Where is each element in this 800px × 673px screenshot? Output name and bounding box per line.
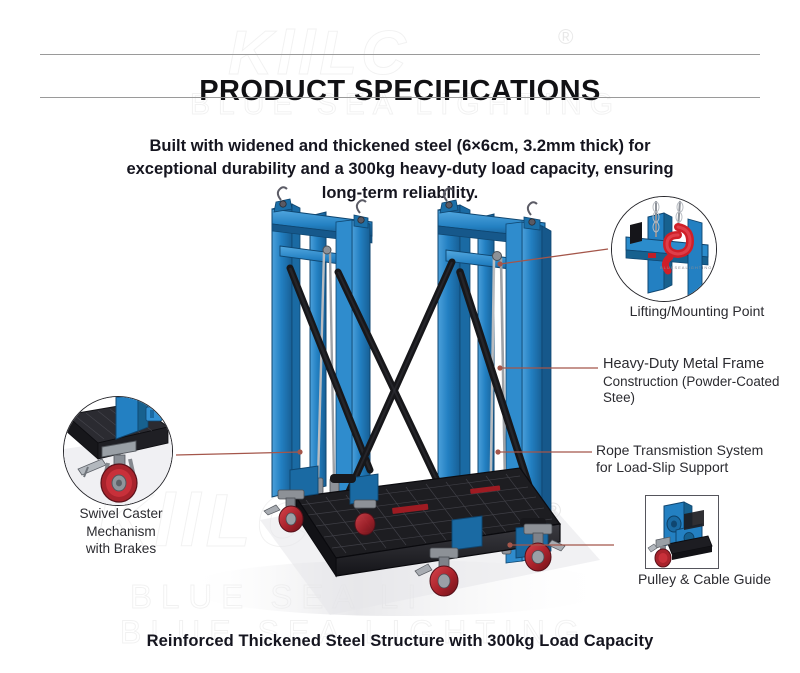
header-subtitle: Built with widened and thickened steel (…: [126, 136, 674, 203]
header-rule-top: [40, 54, 760, 55]
callout-label-frame-line1: Heavy-Duty Metal Frame: [603, 356, 765, 372]
callout-label-pulley: Pulley & Cable Guide: [637, 571, 772, 587]
callout-pulley-cable-guide: Pulley & Cable Guide: [617, 571, 792, 588]
cart-cross-braces: [334, 258, 456, 520]
header-rule-bottom: [40, 97, 760, 98]
callout-rope-transmission: Rope Transmistion System for Load-Slip S…: [596, 442, 796, 476]
cart-base-deck: [289, 465, 562, 578]
cart-rear-frame: [271, 186, 374, 507]
callout-swivel-caster: Swivel Caster Mechanism with Brakes: [60, 505, 182, 558]
watermark-registered-top: ®: [558, 26, 574, 49]
inset-pulley-cable-guide: [645, 495, 719, 569]
inset-lifting-mounting-point: BLUESEALIGHTING: [611, 196, 717, 302]
callout-label-lifting: Lifting/Mounting Point: [629, 303, 765, 319]
callout-heavy-duty-metal-frame: Heavy-Duty Metal Frame Construction (Pow…: [603, 356, 800, 406]
callout-label-frame-line2: Construction (Powder-Coated Stee): [603, 373, 780, 406]
svg-text:BLUESEALIGHTING: BLUESEALIGHTING: [660, 265, 712, 270]
inset-swivel-caster: [63, 396, 173, 506]
pulley-detail-icon: [646, 496, 718, 568]
callout-label-rope-line1: Rope Transmistion System: [596, 442, 764, 458]
leader-lines: [175, 248, 614, 548]
callout-label-caster-line2: Mechanism: [86, 523, 156, 539]
callout-label-caster-line1: Swivel Caster: [79, 506, 163, 521]
callout-label-caster-line3: with Brakes: [85, 541, 157, 557]
callout-lifting-mounting-point: Lifting/Mounting Point: [607, 303, 787, 320]
callout-label-rope-line2: for Load-Slip Support: [596, 459, 729, 476]
page-title: PRODUCT SPECIFICATIONS: [199, 75, 601, 108]
footer-caption: Reinforced Thickened Steel Structure wit…: [146, 632, 654, 650]
caster-detail-icon: [64, 397, 172, 505]
hook-detail-icon: BLUESEALIGHTING: [612, 197, 716, 301]
cart-casters: [263, 489, 566, 597]
